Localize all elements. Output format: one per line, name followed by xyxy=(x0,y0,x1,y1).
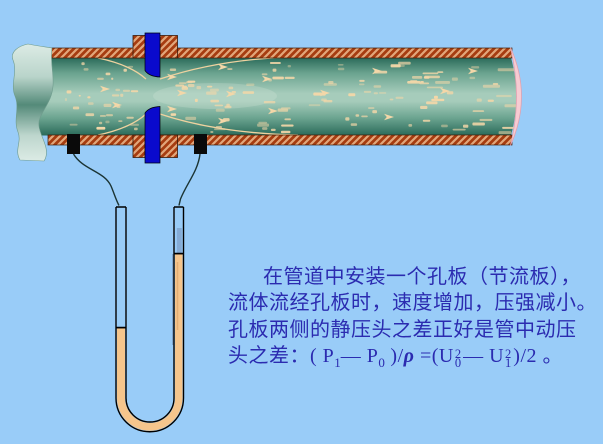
pipe xyxy=(38,47,518,146)
flow-speckles xyxy=(64,61,518,135)
pipe-outlet-ring xyxy=(510,47,522,146)
pipe-wall-bottom xyxy=(47,134,513,146)
manometer-shading xyxy=(176,228,182,253)
pipe-wall-top xyxy=(47,47,513,59)
pressure-tap-downstream xyxy=(194,134,207,154)
manometer-meniscus-lines xyxy=(116,252,184,329)
pressure-tap-upstream xyxy=(67,134,80,154)
explanation-line-2: 流体流经孔板时，速度增加，压强减小。 xyxy=(228,292,597,315)
u-tube-manometer xyxy=(115,206,185,433)
explanation-line-1: 在管道中安装一个孔板（节流板）， xyxy=(263,266,581,288)
connector-tube-left xyxy=(72,153,120,206)
flow-arrows xyxy=(100,63,478,125)
manometer-glass xyxy=(115,206,185,433)
pressure-taps xyxy=(67,134,207,206)
pipe-fluid xyxy=(38,57,517,136)
orifice-assembly xyxy=(132,32,178,164)
pipe-broken-end xyxy=(12,43,54,162)
explanation-text: 在管道中安装一个孔板（节流板）， 流体流经孔板时，速度增加，压强减小。 孔板两侧… xyxy=(228,264,602,370)
manometer-liquid xyxy=(117,254,183,431)
connector-tube-right xyxy=(178,153,201,206)
orifice-plate xyxy=(144,32,161,164)
explanation-line-3: 孔板两侧的静压头之差正好是管中动压 xyxy=(228,318,577,341)
